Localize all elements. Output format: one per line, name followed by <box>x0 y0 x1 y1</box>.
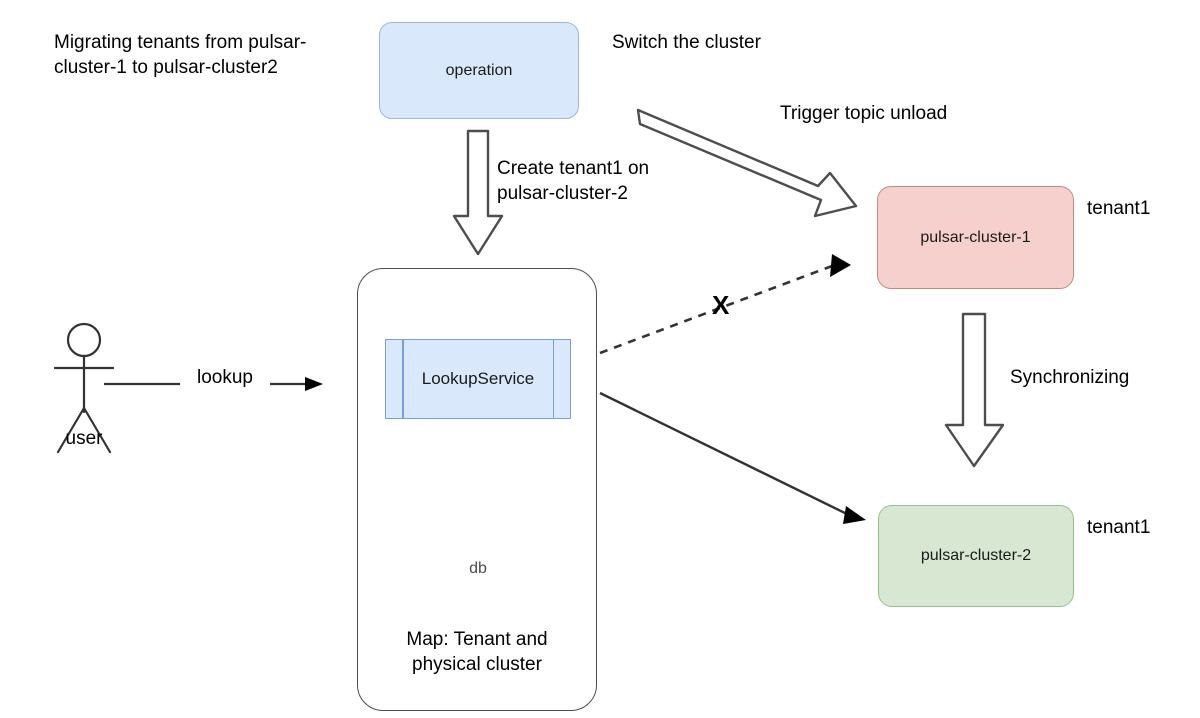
user-label: user <box>65 428 103 449</box>
create-tenant-label: Create tenant1 on pulsar-cluster-2 <box>497 158 650 204</box>
container-caption: Map: Tenant and physical cluster <box>406 629 548 675</box>
diagram-title-note: Migrating tenants from pulsar-cluster-1 … <box>54 32 307 79</box>
trigger-topic-unload-block-arrow <box>636 108 858 218</box>
database-label: db <box>469 560 487 577</box>
node-pulsar-cluster-2[interactable]: pulsar-cluster-2 <box>878 505 1074 607</box>
user-left-leg-line <box>56 406 86 454</box>
blocked-x-icon: X <box>712 290 730 320</box>
lookup-to-cluster1-dashed-arrow <box>599 254 851 355</box>
lookup-edge-label: lookup <box>180 366 270 391</box>
lookup-to-cluster2-solid-arrow <box>599 391 866 524</box>
component-bar-left <box>402 340 404 418</box>
user-head-icon <box>66 322 102 358</box>
node-lookup-service[interactable]: LookupService <box>385 339 571 419</box>
component-bar-right <box>552 340 554 418</box>
node-lookup-service-label: LookupService <box>421 369 535 388</box>
tenant-label-cluster-1: tenant1 <box>1087 198 1151 219</box>
synchronizing-block-arrow <box>944 312 1005 468</box>
switch-cluster-label: Switch the cluster <box>612 32 761 53</box>
synchronizing-label: Synchronizing <box>1010 367 1130 388</box>
tenant-label-cluster-2: tenant1 <box>1087 517 1151 538</box>
node-operation-label: operation <box>445 61 513 79</box>
create-tenant-block-arrow <box>452 129 504 256</box>
node-pulsar-cluster-1-label: pulsar-cluster-1 <box>920 228 1031 246</box>
node-operation[interactable]: operation <box>379 22 579 119</box>
trigger-topic-unload-label: Trigger topic unload <box>780 103 948 124</box>
user-right-leg-line <box>82 406 112 454</box>
node-pulsar-cluster-2-label: pulsar-cluster-2 <box>920 547 1032 565</box>
user-stick-figure <box>53 322 115 454</box>
node-pulsar-cluster-1[interactable]: pulsar-cluster-1 <box>877 186 1074 289</box>
